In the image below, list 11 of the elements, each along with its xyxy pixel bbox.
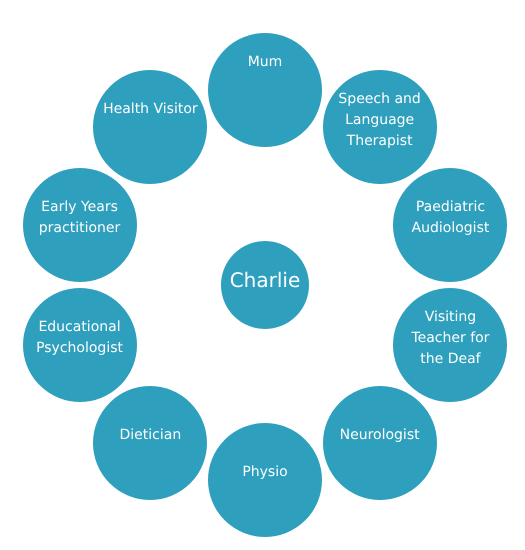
node-label: Health Visitor [102,100,199,120]
node-label: Dietician [118,426,182,445]
node-label: Speech and Language Therapist [337,90,422,152]
node-label: Visiting Teacher for the Deaf [410,308,490,370]
node-label: Educational Psychologist [35,318,124,358]
node-label: Charlie [228,267,302,294]
node-label: Neurologist [338,426,421,445]
node-label: Early Years practitioner [38,198,122,238]
node-label: Paediatric Audiologist [410,198,490,238]
node-label: Mum [246,53,284,72]
node-label: Physio [241,463,289,482]
